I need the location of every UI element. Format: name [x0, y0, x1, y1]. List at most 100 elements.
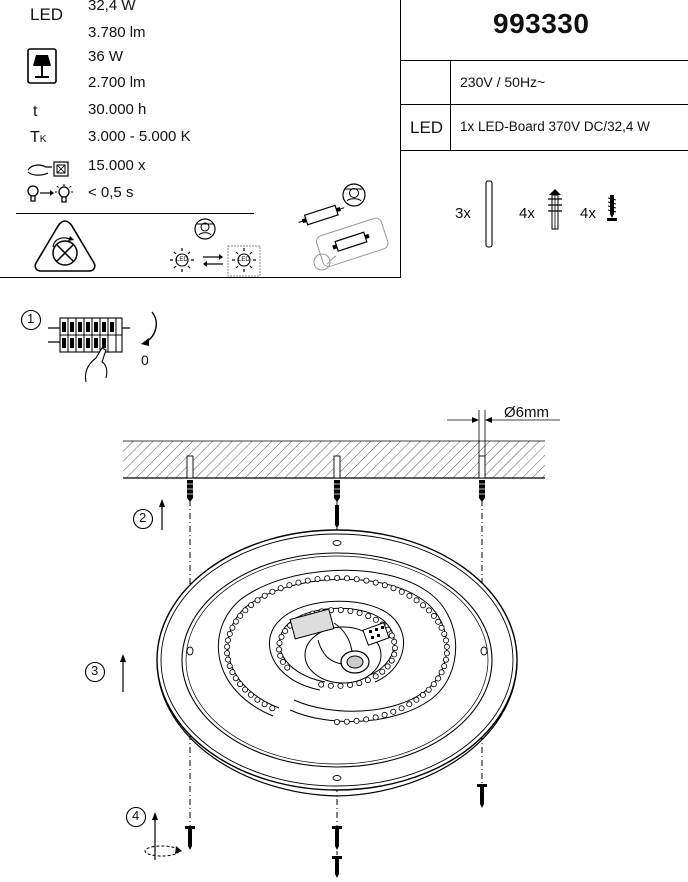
led-chip — [381, 711, 388, 718]
led-chip — [229, 624, 236, 631]
led-chip — [295, 579, 302, 586]
step4-number-circle — [125, 806, 147, 828]
led-chip — [364, 677, 371, 684]
led-chip — [261, 592, 268, 599]
led-chip — [237, 681, 244, 688]
lifetime-label: t — [33, 103, 38, 120]
led-chip — [277, 585, 284, 592]
led-chip — [372, 673, 379, 680]
parts-rod-qty: 3x — [455, 205, 471, 222]
led-chip — [226, 663, 233, 670]
switch-hand-icon — [27, 161, 69, 177]
led-chip — [420, 602, 427, 609]
led-chip — [356, 610, 363, 617]
led-chip — [372, 714, 379, 721]
drill-diameter: Ø6mm — [504, 404, 549, 421]
led-chip — [435, 675, 442, 682]
divider-voltage-led — [400, 104, 688, 105]
step3-number-circle — [84, 661, 106, 683]
led-chip — [261, 701, 268, 708]
startup-time: < 0,5 s — [88, 184, 134, 201]
divider-led-parts — [400, 150, 688, 151]
led-chip — [438, 669, 445, 676]
led-chip — [327, 682, 334, 689]
led-chip — [442, 637, 449, 644]
led-board-spec: 1x LED-Board 370V DC/32,4 W — [460, 119, 650, 134]
dimmer-triangle-icon — [34, 220, 96, 272]
led-chip — [337, 682, 344, 689]
led-small-label-2: LED — [238, 257, 250, 263]
step3-number: 3 — [91, 663, 99, 678]
led-chip — [438, 624, 445, 631]
colortemp-label: TK — [30, 129, 46, 147]
colortemp-subscript: K — [39, 134, 47, 145]
led-power: 32,4 W — [88, 0, 136, 14]
led-chip — [353, 576, 360, 583]
step4-number: 4 — [132, 808, 140, 823]
led-chip — [353, 717, 360, 724]
led-chip — [279, 658, 286, 665]
led-chip — [435, 618, 442, 625]
led-chip — [442, 656, 449, 663]
led-chip — [398, 588, 405, 595]
led-chip — [363, 716, 370, 723]
led-chip — [343, 575, 350, 582]
led-chip — [379, 668, 386, 675]
led-chip — [441, 663, 448, 670]
led-chip — [226, 630, 233, 637]
divider-label-col — [450, 60, 451, 150]
led-chip — [284, 664, 291, 671]
colortemp-value: 3.000 - 5.000 K — [88, 128, 191, 145]
rotate-arrow-icon — [141, 311, 157, 346]
step1-number-circle — [20, 309, 42, 331]
led-chip — [419, 691, 426, 698]
led-chip — [406, 701, 413, 708]
led-chip — [304, 577, 311, 584]
led-chip — [391, 638, 398, 645]
led-chip — [237, 612, 244, 619]
voltage-rating: 230V / 50Hz~ — [460, 74, 546, 90]
led-chip — [269, 588, 276, 595]
led-chip — [425, 686, 432, 693]
table-lamp-icon — [27, 48, 57, 84]
led-chip — [388, 632, 395, 639]
screw-icon — [607, 195, 617, 221]
led-chip — [398, 705, 405, 712]
led-chip — [443, 650, 450, 657]
led-chip — [347, 608, 354, 615]
led-chip — [413, 597, 420, 604]
rod-icon — [485, 180, 493, 248]
led-chip — [282, 628, 289, 635]
led-chip — [232, 675, 239, 682]
led-chip — [333, 719, 340, 726]
lamp-power: 36 W — [88, 48, 124, 65]
step2-number-circle — [132, 508, 154, 530]
electrician-led-swap-icon — [170, 218, 261, 277]
lamp-lumen: 2.700 lm — [88, 74, 146, 91]
divider-top-right — [400, 60, 688, 61]
led-chip — [242, 607, 249, 614]
led-chip — [413, 696, 420, 703]
led-chip — [278, 633, 285, 640]
led-type-label: LED — [410, 118, 444, 137]
led-chip — [443, 643, 450, 650]
led-chip — [372, 579, 379, 586]
divider-left-icons — [16, 213, 254, 214]
led-chip — [430, 612, 437, 619]
led-chip — [343, 718, 350, 725]
led-chip — [254, 597, 261, 604]
led-chip — [337, 607, 344, 614]
led-lumen: 3.780 lm — [88, 24, 146, 41]
driver-replacement-icon — [298, 183, 389, 271]
led-chip — [277, 652, 284, 659]
led-chip — [390, 585, 397, 592]
led-chip — [334, 575, 341, 582]
led-chip — [363, 577, 370, 584]
led-chip — [224, 637, 231, 644]
step2-number: 2 — [139, 510, 147, 525]
led-chip — [372, 616, 379, 623]
led-chip — [381, 582, 388, 589]
led-chip — [248, 602, 255, 609]
divider-vertical-main — [400, 0, 401, 277]
